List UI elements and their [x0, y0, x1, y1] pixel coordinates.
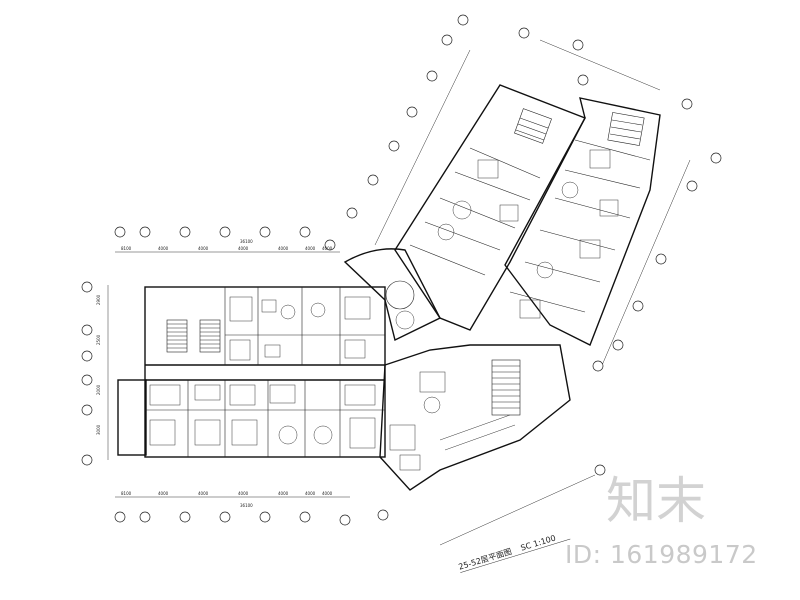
top-dim-6: 4000	[322, 246, 333, 251]
left-wing	[117, 286, 386, 458]
left-dim-0: 2900	[96, 294, 101, 305]
caption-scale: SC 1:100	[520, 533, 557, 552]
bottom-dim-6: 4000	[322, 491, 333, 496]
grid-axes: 8100 4000 4000 4000 4000 4000 4000 36100…	[81, 14, 722, 546]
core-stair	[491, 359, 521, 416]
upper-stairs	[514, 108, 645, 146]
bottom-dim-2: 4000	[198, 491, 209, 496]
left-dim-3: 3000	[96, 424, 101, 435]
watermark-logo: 知末	[606, 472, 706, 530]
bottom-dim-5: 4000	[305, 491, 316, 496]
central-core	[343, 248, 571, 491]
drawing-caption: 25-52层平面图 SC 1:100	[457, 533, 571, 573]
top-dim-5: 4000	[305, 246, 316, 251]
top-dim-1: 4000	[158, 246, 169, 251]
bottom-dim-1: 4000	[158, 491, 169, 496]
bottom-dim-total: 36100	[240, 503, 253, 508]
left-wing-furniture	[149, 296, 376, 449]
watermark-id: ID: 161989172	[565, 540, 758, 569]
left-stair	[166, 319, 221, 353]
top-dim-2: 4000	[198, 246, 209, 251]
left-dim-1: 2500	[96, 334, 101, 345]
left-dim-2: 2000	[96, 384, 101, 395]
top-dim-3: 4000	[238, 246, 249, 251]
upper-wing	[394, 84, 661, 346]
bottom-dim-0: 8100	[121, 491, 132, 496]
top-dim-4: 4000	[278, 246, 289, 251]
top-dim-total: 36100	[240, 239, 253, 244]
bottom-dim-3: 4000	[238, 491, 249, 496]
bottom-dim-4: 4000	[278, 491, 289, 496]
watermark-logo-text: 知末	[606, 472, 706, 530]
top-dim-0: 8100	[121, 246, 132, 251]
